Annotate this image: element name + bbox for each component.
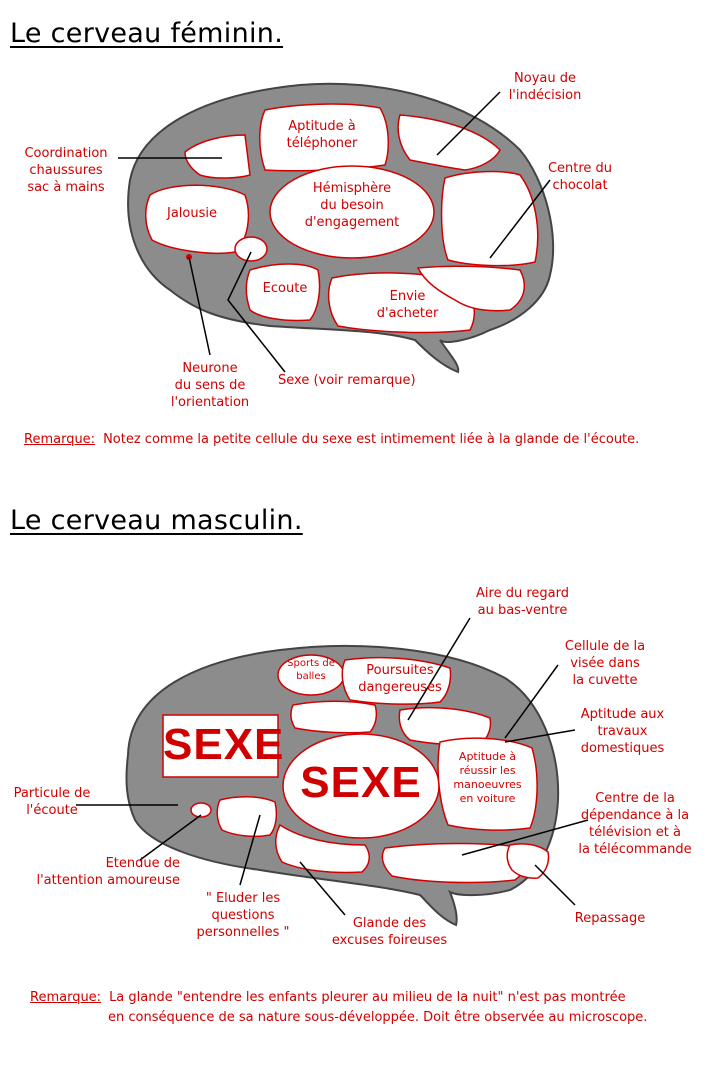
female-region-label-envie: Envie d'acheter (376, 289, 439, 321)
male-region-label-sexe-circle: SEXE (300, 758, 422, 807)
male-callout-eluder: " Eluder les questions personnelles " (196, 891, 290, 940)
male-callout-repassage: Repassage (574, 911, 646, 926)
male-remark-text-1: La glande "entendre les enfants pleurer … (109, 990, 626, 1005)
female-region-label-hemisphere: Hémisphère du besoin d'engagement (304, 181, 400, 230)
female-region-lower-right (416, 265, 526, 312)
female-region-hemisphere (269, 165, 435, 259)
female-region-label-ecoute: Ecoute (262, 281, 308, 296)
female-callout-neurone: Neurone du sens de l'orientation (170, 361, 250, 410)
female-region-ecoute (245, 263, 321, 322)
callout-line-noyau (436, 91, 501, 156)
callout-line-travaux (504, 729, 576, 743)
female-remark: Remarque: Notez comme la petite cellule d… (24, 430, 694, 450)
male-region-repassage (506, 843, 550, 879)
female-callout-sexe: Sexe (voir remarque) (278, 373, 416, 388)
male-region-television (381, 842, 528, 884)
male-remark-label: Remarque: (30, 990, 102, 1005)
callout-line-etendue (139, 814, 202, 861)
male-remark: Remarque: La glande "entendre les enfants… (30, 988, 700, 1028)
callout-line-chocolat (489, 179, 551, 259)
male-callout-aire-regard: Aire du regard au bas-ventre (476, 586, 569, 618)
female-region-chocolat (440, 170, 539, 267)
male-region-label-sports: Sports de balles (287, 658, 335, 682)
callout-line-aire-regard (407, 617, 471, 721)
callout-line-eluder (239, 814, 261, 886)
male-callout-travaux: Aptitude aux travaux domestiques (580, 707, 665, 756)
male-region-label-sexe-box: SEXE (163, 720, 285, 769)
callout-line-neurone (188, 256, 211, 356)
male-title: Le cerveau masculin. (10, 505, 303, 536)
male-brain (76, 617, 589, 927)
female-callout-coordination: Coordination chaussures sac à mains (24, 146, 108, 195)
male-callout-particule: Particule de l'écoute (13, 786, 91, 818)
male-region-label-poursuites: Poursuites dangereuses (358, 663, 442, 695)
male-remark-text-2: en conséquence de sa nature sous-dévelop… (108, 1010, 648, 1025)
male-region-particule (190, 802, 212, 818)
male-callout-etendue: Etendue de l'attention amoureuse (36, 856, 180, 888)
male-region-sexe-box (162, 714, 279, 778)
male-region-poursuites (341, 656, 452, 705)
callout-line-television (461, 819, 589, 856)
female-callout-chocolat: Centre du chocolat (547, 161, 613, 193)
callout-line-sexe (227, 251, 286, 373)
male-callout-visee: Cellule de la visée dans la cuvette (564, 639, 646, 688)
female-brain (118, 82, 555, 374)
female-title: Le cerveau féminin. (10, 18, 284, 49)
male-region-etendue (216, 796, 278, 838)
female-region-label-jalousie: Jalousie (167, 206, 217, 221)
callout-line-visee (504, 664, 559, 739)
callout-line-excuses (299, 861, 346, 916)
male-callout-excuses: Glande des excuses foireuses (331, 916, 448, 948)
female-remark-text: Notez comme la petite cellule du sexe es… (103, 432, 640, 447)
male-region-excuses (275, 823, 370, 874)
male-region-regard (290, 700, 378, 734)
female-remark-label: Remarque: (24, 432, 96, 447)
female-region-telephoner (259, 103, 390, 172)
female-region-sexe-cell (234, 236, 268, 262)
male-region-label-manoeuvres: Aptitude à réussir les manoeuvres en voi… (453, 750, 522, 805)
female-callout-noyau: Noyau de l'indécision (508, 71, 582, 103)
male-callout-television: Centre de la dépendance à la télévision … (578, 791, 692, 857)
female-region-label-telephoner: Aptitude à téléphoner (286, 119, 358, 151)
callout-line-repassage (534, 864, 576, 906)
female-region-coordination (184, 134, 251, 179)
